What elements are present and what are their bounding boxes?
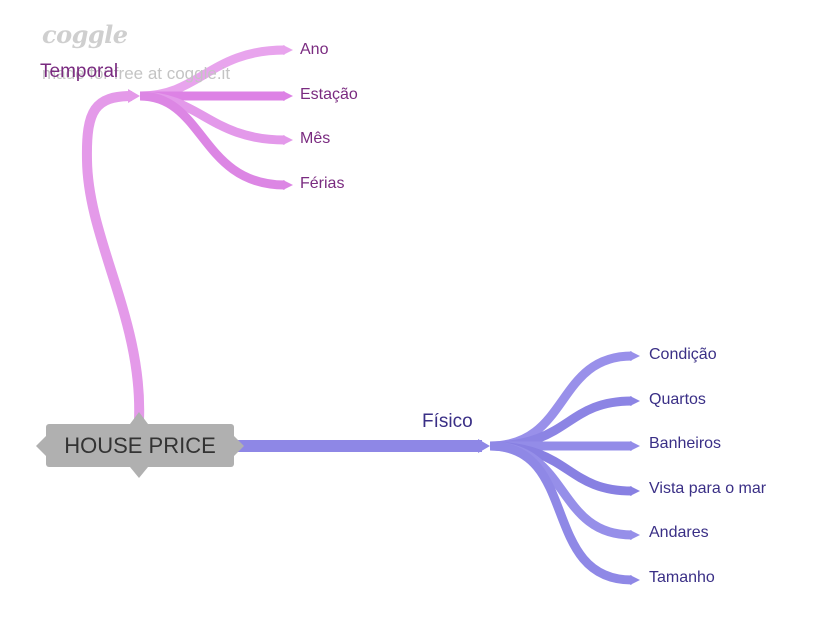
temporal-branch-connector: [81, 91, 145, 421]
leaf-arrow-andares: [630, 530, 640, 540]
fisico-leaf-arrows: [630, 351, 640, 585]
leaf-arrow-tamanho: [630, 575, 640, 585]
leaf-arrow-condicao: [630, 351, 640, 361]
leaf-arrow-quartos: [630, 396, 640, 406]
leaf-andares[interactable]: Andares: [649, 524, 709, 541]
leaf-connector-ferias: [139, 91, 286, 190]
branch-label-temporal[interactable]: Temporal: [40, 61, 119, 82]
root-node-right-notch: [234, 436, 244, 456]
leaf-arrow-ano: [283, 45, 293, 55]
root-node-label: HOUSE PRICE: [64, 432, 216, 458]
root-node-top-notch: [130, 412, 148, 424]
leaf-quartos[interactable]: Quartos: [649, 391, 706, 408]
root-node[interactable]: HOUSE PRICE: [46, 424, 234, 467]
fisico-leaf-connectors: [489, 351, 633, 585]
coggle-logo: coggle: [42, 20, 128, 49]
branch-label-fisico[interactable]: Físico: [422, 411, 473, 432]
temporal-leaf-arrows: [283, 45, 293, 190]
temporal-branch-arrow: [128, 89, 140, 103]
leaf-vista-para-o-mar[interactable]: Vista para o mar: [649, 480, 767, 497]
leaf-arrow-vista: [630, 486, 640, 496]
root-node-bottom-notch: [130, 467, 148, 478]
leaf-banheiros[interactable]: Banheiros: [649, 435, 722, 452]
temporal-leaf-connectors: [139, 45, 286, 190]
leaf-arrow-banheiros: [630, 441, 640, 451]
coggle-watermark-text: made for free at coggle.it: [42, 64, 231, 83]
leaf-tamanho[interactable]: Tamanho: [649, 569, 715, 586]
leaf-ano[interactable]: Ano: [300, 41, 329, 58]
fisico-branch-arrow: [478, 439, 490, 453]
leaf-ferias[interactable]: Férias: [300, 175, 345, 192]
leaf-estacao[interactable]: Estação: [300, 86, 358, 103]
leaf-arrow-mes: [283, 135, 293, 145]
leaf-condicao[interactable]: Condição: [649, 346, 717, 363]
leaf-mes[interactable]: Mês: [300, 130, 331, 147]
leaf-connector-tamanho: [489, 441, 633, 585]
leaf-arrow-ferias: [283, 180, 293, 190]
root-node-left-notch: [36, 436, 46, 456]
leaf-arrow-estacao: [283, 91, 293, 101]
